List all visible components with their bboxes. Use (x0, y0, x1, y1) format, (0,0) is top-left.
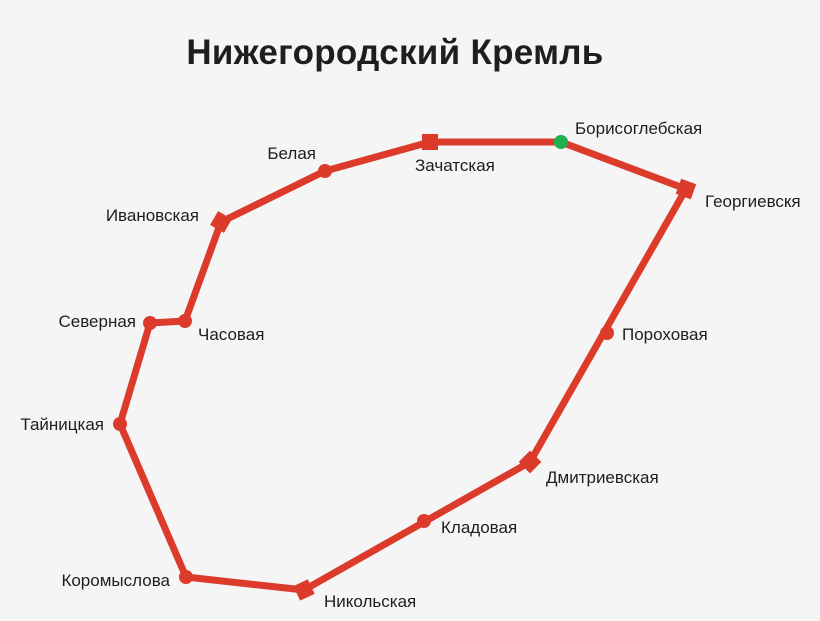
tower-label-porokhovaya: Пороховая (622, 325, 708, 344)
tower-label-ivanovskaya: Ивановская (106, 206, 199, 225)
tower-marker-chasovaya (178, 314, 192, 328)
tower-label-kladovaya: Кладовая (441, 518, 517, 537)
tower-label-tainitskaya: Тайницкая (20, 415, 104, 434)
tower-label-chasovaya: Часовая (198, 325, 264, 344)
tower-label-belaya: Белая (267, 144, 316, 163)
tower-marker-borisoglebskaya (554, 135, 568, 149)
tower-label-severnaya: Северная (58, 312, 136, 331)
tower-marker-severnaya (143, 316, 157, 330)
tower-marker-koromyslova (179, 570, 193, 584)
tower-label-nikolskaya: Никольская (324, 592, 416, 611)
tower-marker-dmitrievskaya (518, 450, 542, 474)
tower-marker-porokhovaya (600, 326, 614, 340)
kremlin-wall-line (116, 138, 690, 594)
tower-marker-zachatskaya (422, 134, 438, 150)
tower-marker-belaya (318, 164, 332, 178)
tower-marker-ivanovskaya (210, 211, 232, 233)
diagram-title: Нижегородский Кремль (186, 33, 604, 72)
tower-label-dmitrievskaya: Дмитриевская (546, 468, 659, 487)
tower-label-georgievskaya: Георгиевскя (705, 192, 801, 211)
tower-marker-nikolskaya (293, 579, 315, 601)
tower-marker-tainitskaya (113, 417, 127, 431)
tower-marker-kladovaya (417, 514, 431, 528)
tower-marker-georgievskaya (675, 178, 697, 200)
tower-label-borisoglebskaya: Борисоглебская (575, 119, 702, 138)
tower-label-zachatskaya: Зачатская (415, 156, 495, 175)
tower-label-koromyslova: Коромыслова (61, 571, 170, 590)
